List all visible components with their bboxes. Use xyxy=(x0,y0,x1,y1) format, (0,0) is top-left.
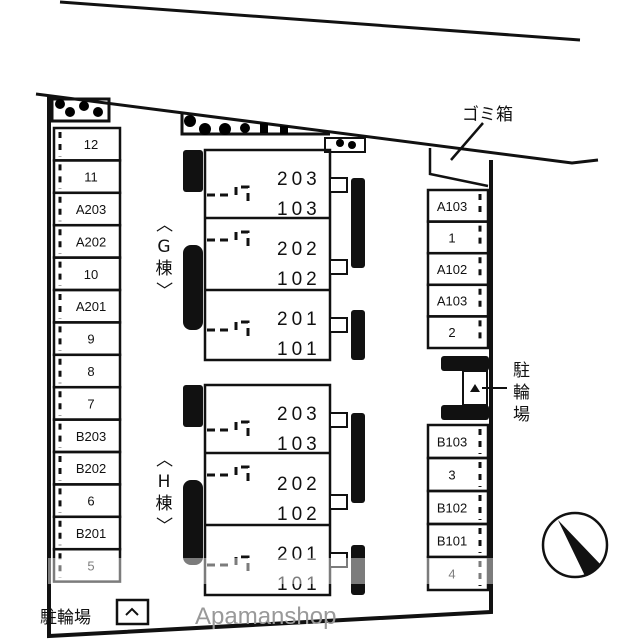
parking-stall-label: A203 xyxy=(76,202,106,217)
room-number-upper: 203 xyxy=(277,404,321,425)
bike-label-bottom: 駐輪場 xyxy=(40,608,91,628)
parking-stall: A102 xyxy=(426,251,490,287)
parking-stall-label: B201 xyxy=(76,526,106,541)
bike-parking-bottom xyxy=(115,598,150,626)
parking-stall-label: B101 xyxy=(437,534,467,549)
parking-stall-label: 4 xyxy=(448,567,455,582)
parking-stall-label: 2 xyxy=(448,325,455,340)
building-label-kanji: 棟 xyxy=(156,494,173,514)
room-number-lower: 101 xyxy=(277,339,321,360)
parking-stall-label: B102 xyxy=(437,501,467,516)
parking-stall-label: A201 xyxy=(76,299,106,314)
bike-label-right-3: 場 xyxy=(513,405,530,425)
road-line xyxy=(59,0,581,42)
parking-stall: 8 xyxy=(52,353,122,389)
parking-stall-label: 11 xyxy=(84,170,98,185)
room-number-lower: 101 xyxy=(277,574,321,595)
parking-stall: B203 xyxy=(52,418,122,454)
building-label-letter: H xyxy=(158,472,171,492)
parking-stall: B101 xyxy=(426,522,490,559)
room-number-lower: 103 xyxy=(277,199,321,220)
parking-stall-label: 6 xyxy=(87,494,94,509)
parking-stall-label: B203 xyxy=(76,429,106,444)
bike-label-right-1: 駐 xyxy=(513,361,530,381)
watermark: Apamanshop xyxy=(195,603,336,630)
parking-stall: 5 xyxy=(52,547,122,583)
parking-stall: 1 xyxy=(426,220,490,255)
hedge-top-middle xyxy=(180,113,366,153)
parking-stall: A203 xyxy=(52,191,122,227)
room-number-lower: 102 xyxy=(277,269,321,290)
north-arrow-icon xyxy=(541,511,609,579)
room-number-upper: 201 xyxy=(277,309,321,330)
garbage-label: ゴミ箱 xyxy=(462,104,513,125)
parking-stall: A103 xyxy=(426,188,490,223)
watermark-band xyxy=(48,558,498,584)
room-number-upper: 202 xyxy=(277,239,321,260)
site-boundary xyxy=(47,96,493,639)
parking-stall-label: 7 xyxy=(87,396,94,411)
parking-stall-label: 9 xyxy=(87,332,94,347)
parking-stall: 12 xyxy=(52,126,122,162)
parking-stall: B102 xyxy=(426,489,490,526)
parking-stall: B202 xyxy=(52,450,122,486)
room-number-upper: 201 xyxy=(277,544,321,565)
parking-stall: 10 xyxy=(52,256,122,292)
room-number-lower: 102 xyxy=(277,504,321,525)
parking-stall-label: B202 xyxy=(76,461,106,476)
building-label-open: 〈 xyxy=(153,216,173,233)
garbage-leader-line xyxy=(450,122,484,161)
parking-stall-label: A103 xyxy=(437,294,467,309)
bike-label-right-2: 輪 xyxy=(513,383,530,403)
bike-parking-right xyxy=(441,356,507,420)
parking-stall: 9 xyxy=(52,321,122,357)
building-h: 203 103 202 102 201 101 〈 H棟〉 xyxy=(153,383,365,597)
parking-stall: B201 xyxy=(52,515,122,551)
parking-stall: A201 xyxy=(52,288,122,324)
building-label-close: 〉 xyxy=(153,282,173,299)
parking-stall: B103 xyxy=(426,423,490,460)
parking-stall-label: A102 xyxy=(437,262,467,277)
parking-stall-label: 1 xyxy=(448,230,455,245)
parking-stall-label: A103 xyxy=(437,199,467,214)
parking-stall: 11 xyxy=(52,159,122,195)
parking-stall-label: 8 xyxy=(87,364,94,379)
parking-stall: 6 xyxy=(52,483,122,519)
building-g: 203 103 202 102 201 101 〈 G棟〉 xyxy=(153,148,365,362)
parking-stall-label: 10 xyxy=(84,267,98,282)
parking-stall: A103 xyxy=(426,283,490,318)
parking-stall-label: 5 xyxy=(87,558,94,573)
parking-stall-label: A202 xyxy=(76,234,106,249)
parking-stall-label: B103 xyxy=(437,435,467,450)
building-label-close: 〉 xyxy=(153,517,173,534)
parking-stall: 2 xyxy=(426,315,490,350)
north-boundary xyxy=(35,92,599,165)
parking-stall: 3 xyxy=(426,456,490,493)
building-label-letter: G xyxy=(157,237,170,257)
parking-stall: 7 xyxy=(52,385,122,421)
parking-stall-label: 12 xyxy=(84,137,98,152)
hedge-top-left xyxy=(50,97,111,123)
parking-stall-label: 3 xyxy=(448,468,455,483)
room-number-upper: 202 xyxy=(277,474,321,495)
room-number-lower: 103 xyxy=(277,434,321,455)
parking-stall: 4 xyxy=(426,555,490,592)
room-number-upper: 203 xyxy=(277,169,321,190)
building-label-kanji: 棟 xyxy=(156,259,173,279)
building-label-open: 〈 xyxy=(153,451,173,468)
parking-stall: A202 xyxy=(52,223,122,259)
garbage-area xyxy=(428,148,489,188)
